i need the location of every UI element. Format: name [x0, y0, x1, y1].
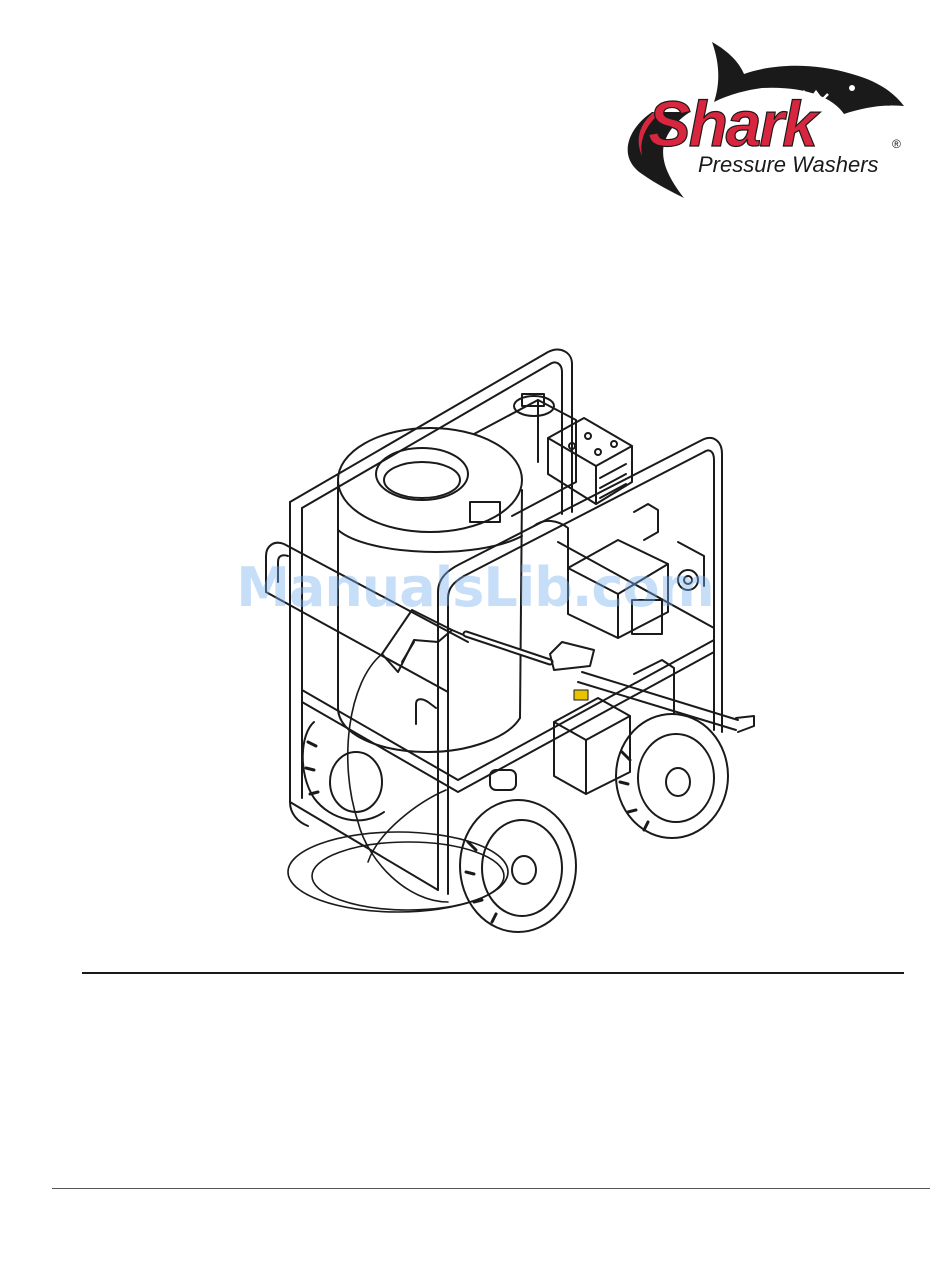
wheel-front-right [616, 714, 728, 838]
pump [534, 504, 704, 638]
shark-logo: Shark ® Pressure Washers [612, 34, 912, 202]
wheel-front-left [460, 800, 576, 932]
rear-frame [290, 350, 572, 512]
boiler-tank [338, 428, 522, 752]
divider-rule-top [82, 972, 904, 974]
engine [474, 394, 632, 516]
pressure-washer-illustration [238, 342, 768, 942]
registered-mark: ® [892, 137, 901, 151]
wheel-rear-left [303, 722, 384, 820]
brand-wordmark: Shark [648, 88, 821, 160]
brand-tagline: Pressure Washers [698, 152, 879, 177]
divider-rule-bottom [52, 1188, 930, 1189]
burner-unit [490, 660, 674, 794]
